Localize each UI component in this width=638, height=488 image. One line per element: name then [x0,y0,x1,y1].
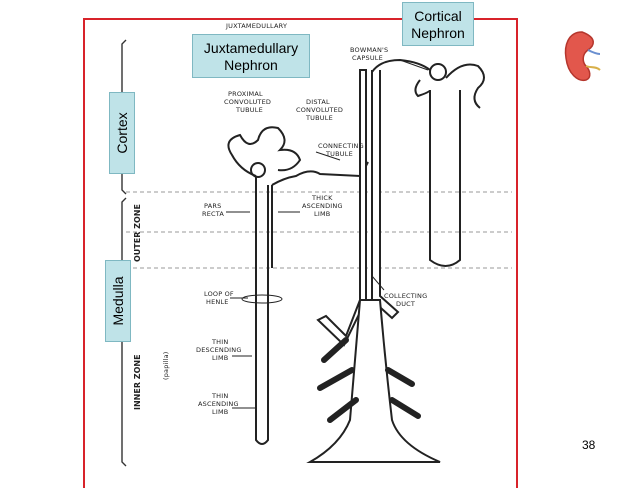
diagram-title: JUXTAMEDULLARY [225,22,287,30]
juxtamedullary-line-2: Nephron [224,57,278,73]
collecting-duct [306,69,441,463]
connecting-tubule-label: CONNECTING TUBULE [318,142,366,158]
cortex-text: Cortex [114,112,130,154]
cortex-label: Cortex [109,92,135,174]
page-number: 38 [582,438,596,452]
thin-ascending-label: THIN ASCENDING LIMB [198,392,241,416]
distal-tubule-label: DISTAL CONVOLUTED TUBULE [296,98,345,122]
cortical-nephron [371,58,485,267]
cortical-line-1: Cortical [414,8,462,24]
slide: JUXTAMEDULLARY OUTER ZONE INNER ZONE (pa… [83,2,601,488]
collecting-duct-label: COLLECTING DUCT [384,292,430,308]
pars-recta-label: PARS RECTA [202,202,224,218]
leader-lines [226,59,429,409]
outer-zone-label: OUTER ZONE [133,204,142,262]
medulla-text: Medulla [110,276,126,326]
thick-ascending-label: THICK ASCENDING LIMB [302,194,345,218]
loop-of-henle-label: LOOP OF HENLE [204,290,236,306]
medulla-label: Medulla [105,260,131,342]
kidney-icon [564,31,601,82]
juxtamedullary-nephron-label: Juxtamedullary Nephron [192,34,310,78]
bowmans-capsule-label: BOWMAN'S CAPSULE [350,46,391,62]
cortical-line-2: Nephron [411,25,465,41]
juxtamedullary-nephron [227,126,369,445]
thin-descending-label: THIN DESCENDING LIMB [196,338,244,362]
diagram-frame [83,18,518,488]
proximal-tubule-label: PROXIMAL CONVOLUTED TUBULE [224,90,273,114]
nephron-diagram: JUXTAMEDULLARY OUTER ZONE INNER ZONE (pa… [121,22,512,467]
inner-zone-label: INNER ZONE [133,354,142,410]
cortical-nephron-label: Cortical Nephron [402,2,474,46]
zone-dashed-lines [126,191,512,269]
juxtamedullary-line-1: Juxtamedullary [203,40,299,56]
papilla-label: (papilla) [162,351,170,380]
